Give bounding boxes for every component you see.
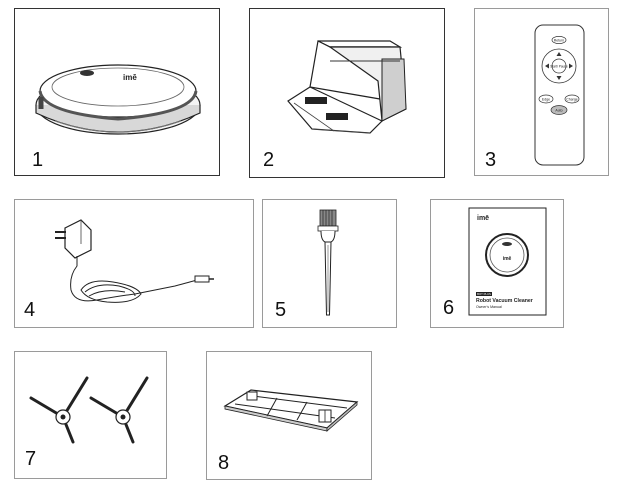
floor-mat-illustration xyxy=(223,389,359,432)
manual-title: Robot Vacuum Cleaner xyxy=(476,298,533,304)
charging-dock-illustration xyxy=(287,40,407,134)
item-panel-cleaning-brush: 5 xyxy=(262,199,397,328)
item-number: 5 xyxy=(275,299,287,321)
remote-control-illustration: Return Start/ Pause Edge Charge Auto xyxy=(534,24,585,166)
side-brushes-illustration xyxy=(29,376,149,444)
item-number: 2 xyxy=(263,149,275,171)
item-panel-charging-dock: 2 xyxy=(249,8,445,178)
power-adapter-illustration xyxy=(55,219,214,303)
item-panel-remote-control: Return Start/ Pause Edge Charge Auto 3 xyxy=(474,8,609,176)
auto-button-label: Auto xyxy=(555,109,562,113)
item-panel-owners-manual: imē imē BOT PLUS Robot Vacuum Cleaner Ow… xyxy=(430,199,564,328)
start-pause-button-label: Start/ Pause xyxy=(550,65,568,69)
item-number: 6 xyxy=(443,297,455,319)
item-number: 4 xyxy=(24,299,36,321)
manual-badge: BOT PLUS xyxy=(477,292,491,296)
item-number: 8 xyxy=(218,452,230,474)
item-panel-side-brushes: 7 xyxy=(14,351,167,479)
edge-button-label: Edge xyxy=(542,98,550,102)
charge-button-label: Charge xyxy=(566,98,578,102)
manual-brand: imē xyxy=(477,215,489,222)
item-number: 3 xyxy=(485,149,497,171)
cleaning-brush-illustration xyxy=(317,209,339,316)
return-button-label: Return xyxy=(554,39,565,43)
manual-subtitle: Owner's Manual xyxy=(476,305,502,309)
item-number: 7 xyxy=(25,448,37,470)
item-panel-power-adapter: 4 xyxy=(14,199,254,328)
robot-logo: imē xyxy=(123,73,137,82)
item-number: 1 xyxy=(32,149,44,171)
item-panel-robot-vacuum: imē 1 xyxy=(14,8,220,176)
owners-manual-illustration: imē imē BOT PLUS Robot Vacuum Cleaner Ow… xyxy=(468,207,547,316)
robot-vacuum-illustration: imē xyxy=(35,64,201,135)
manual-robot-logo: imē xyxy=(503,256,512,262)
item-panel-floor-mat: 8 xyxy=(206,351,372,480)
